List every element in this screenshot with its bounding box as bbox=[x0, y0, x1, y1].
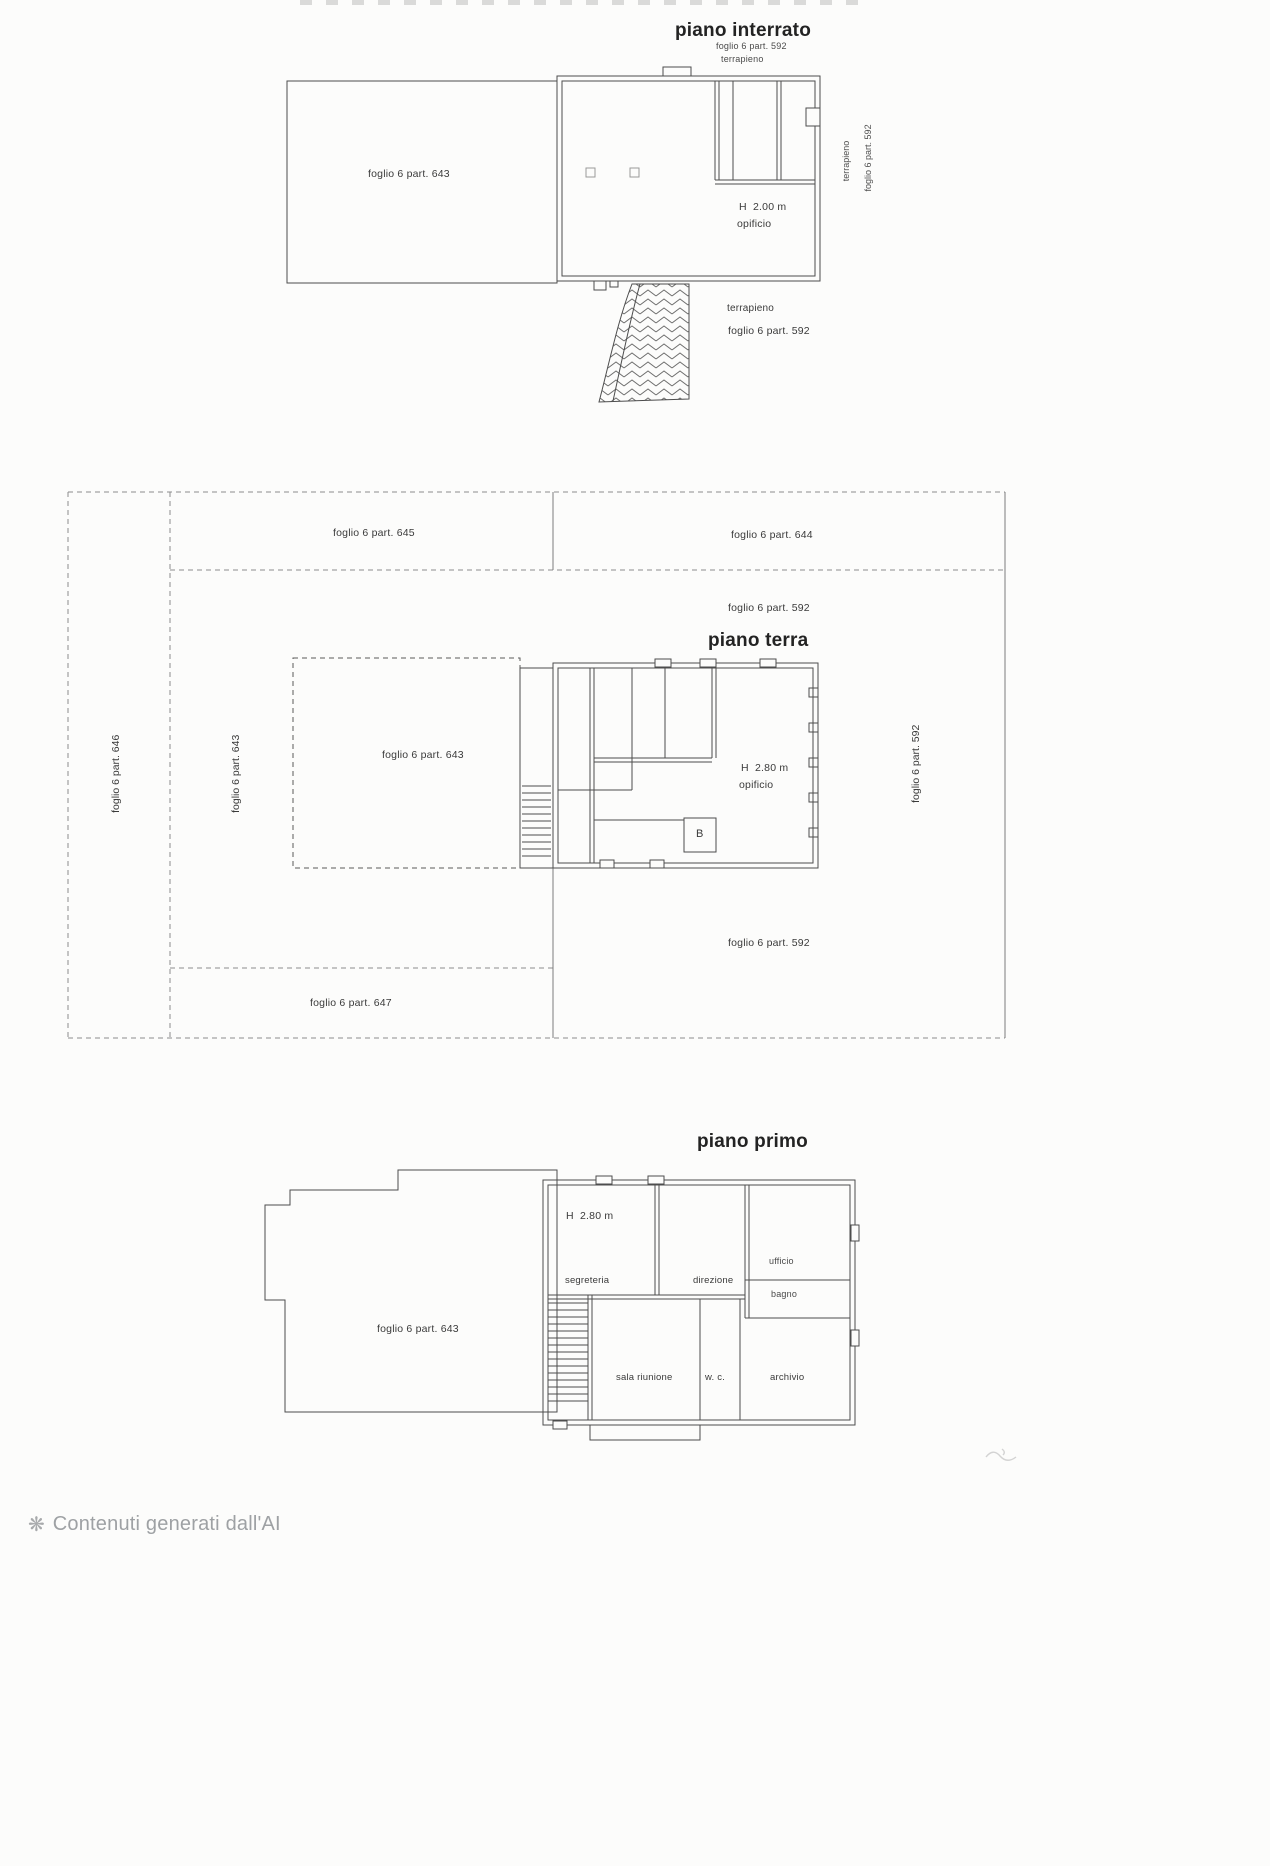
first-room-sala-riunione-label: sala riunione bbox=[616, 1372, 673, 1383]
ground-parcel-644-label: foglio 6 part. 644 bbox=[731, 529, 813, 541]
first-room-wc-label: w. c. bbox=[705, 1372, 726, 1383]
ground-height-label: H 2.80 m bbox=[741, 762, 789, 774]
first-building-outer-wall bbox=[542, 1179, 856, 1426]
basement-subtitle-terrain: terrapieno bbox=[721, 54, 764, 64]
ground-room-b-label: B bbox=[696, 828, 704, 840]
ground-parcel-645-label: foglio 6 part. 645 bbox=[333, 527, 415, 539]
ground-stairwell-annex bbox=[519, 667, 554, 869]
first-room-bagno-label: bagno bbox=[771, 1289, 798, 1299]
ground-parcel-592-upper-label: foglio 6 part. 592 bbox=[728, 602, 810, 614]
basement-ramp-terrapieno bbox=[598, 283, 690, 403]
ground-parcel-647-label: foglio 6 part. 647 bbox=[310, 997, 392, 1009]
scan-artifact-top bbox=[300, 0, 860, 5]
basement-height-label: H 2.00 m bbox=[739, 201, 787, 213]
ai-watermark-text: Contenuti generati dall'AI bbox=[52, 1513, 281, 1535]
ai-sparkle-icon: ❋ bbox=[28, 1514, 45, 1536]
ground-parcel-592-lower-label: foglio 6 part. 592 bbox=[728, 937, 810, 949]
ground-use-label: opificio bbox=[739, 779, 774, 791]
first-stairs bbox=[548, 1302, 588, 1402]
first-room-archivio-label: archivio bbox=[770, 1372, 805, 1383]
first-height-label: H 2.80 m bbox=[566, 1210, 614, 1222]
ground-parcel-643-court-label: foglio 6 part. 643 bbox=[382, 749, 464, 761]
ground-room-b-outline bbox=[683, 817, 717, 853]
first-floor-plan bbox=[264, 1169, 860, 1441]
ground-title: piano terra bbox=[708, 630, 809, 651]
first-room-segreteria-label: segreteria bbox=[565, 1275, 610, 1286]
ground-floor-plan bbox=[519, 658, 819, 869]
ai-watermark: ❋ Contenuti generati dall'AI bbox=[28, 1512, 281, 1537]
basement-parcel-643-outline bbox=[286, 80, 558, 284]
parcel-grid-solid bbox=[552, 492, 1006, 1038]
ground-parcel-592-right-label: foglio 6 part. 592 bbox=[910, 724, 923, 803]
basement-building-inner-wall bbox=[561, 80, 816, 277]
first-title: piano primo bbox=[697, 1131, 808, 1152]
first-room-ufficio-label: ufficio bbox=[769, 1256, 794, 1266]
basement-parcel-643-label: foglio 6 part. 643 bbox=[368, 168, 450, 180]
basement-title: piano interrato bbox=[675, 20, 812, 41]
first-parcel-643-label: foglio 6 part. 643 bbox=[377, 1323, 459, 1335]
parcel-grid bbox=[67, 491, 1005, 1039]
scan-artifact-bottom bbox=[985, 1448, 1017, 1461]
first-room-direzione-label: direzione bbox=[693, 1275, 734, 1286]
basement-plan bbox=[286, 66, 821, 291]
ground-parcel-643-vertical-label: foglio 6 part. 643 bbox=[230, 734, 243, 813]
basement-below-terrain-label: terrapieno bbox=[727, 303, 775, 314]
ground-building-inner-wall bbox=[557, 667, 814, 864]
ground-parcel-646-vertical-label: foglio 6 part. 646 bbox=[110, 734, 123, 813]
basement-subtitle-parcel: foglio 6 part. 592 bbox=[716, 41, 787, 51]
first-terrace-outline bbox=[264, 1169, 558, 1413]
basement-side-parcel-label: foglio 6 part. 592 bbox=[863, 124, 874, 192]
ground-stairs bbox=[522, 785, 551, 857]
basement-use-label: opificio bbox=[737, 218, 772, 230]
basement-below-parcel-label: foglio 6 part. 592 bbox=[728, 325, 810, 337]
basement-side-terrain-label: terrapieno bbox=[841, 140, 852, 182]
